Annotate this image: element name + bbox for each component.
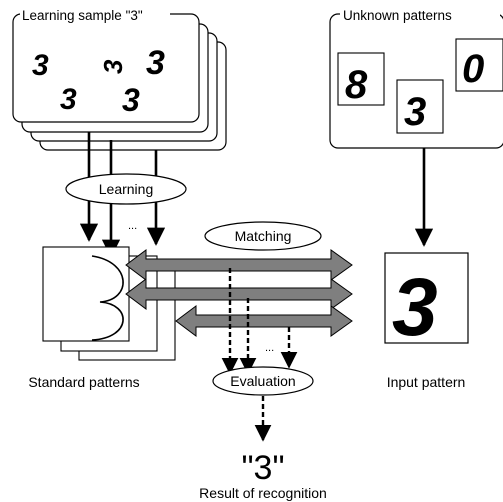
sample-digit-2: 3 bbox=[98, 59, 128, 74]
evaluation-label: Evaluation bbox=[230, 373, 295, 389]
sample-digit-5: 3 bbox=[122, 82, 140, 118]
learning-sample-stack: Learning sample "3" 3 3 3 3 3 bbox=[12, 7, 227, 151]
sample-digit-3: 3 bbox=[146, 44, 165, 82]
input-digit: 3 bbox=[392, 262, 438, 353]
learning-ellipse bbox=[65, 173, 187, 205]
unknown-digit-8: 8 bbox=[345, 63, 368, 107]
unknown-patterns-title: Unknown patterns bbox=[343, 8, 452, 23]
matching-arrow-3 bbox=[175, 305, 353, 337]
matching-label: Matching bbox=[235, 228, 292, 244]
matching-arrow-1 bbox=[125, 249, 353, 281]
sample-title-gap bbox=[20, 7, 170, 23]
result-value: "3" bbox=[241, 449, 284, 487]
input-pattern-box bbox=[384, 252, 469, 344]
standard-pattern-curve bbox=[91, 255, 124, 341]
result-caption: Result of recognition bbox=[199, 485, 327, 501]
unknown-pattern-box-3 bbox=[455, 38, 503, 92]
matching-arrows bbox=[125, 249, 353, 337]
evaluation-ellipse bbox=[212, 366, 314, 396]
unknown-digit-3: 3 bbox=[404, 90, 426, 134]
input-pattern-label: Input pattern bbox=[387, 374, 466, 390]
evaluation-ellipsis: ... bbox=[265, 342, 274, 354]
sample-digit-1: 3 bbox=[32, 49, 49, 82]
unknown-patterns-panel: Unknown patterns 8 3 0 bbox=[329, 7, 503, 149]
evaluation-arrows bbox=[221, 268, 298, 375]
unknown-pattern-box-1 bbox=[337, 52, 385, 106]
unknown-pattern-box-2 bbox=[396, 79, 444, 134]
learning-sample-title: Learning sample "3" bbox=[22, 8, 143, 23]
unknown-digit-0: 0 bbox=[462, 47, 484, 91]
unknown-title-gap bbox=[340, 7, 500, 23]
learning-label: Learning bbox=[99, 181, 154, 197]
learning-ellipsis: ... bbox=[128, 220, 137, 232]
standard-patterns-label: Standard patterns bbox=[28, 374, 139, 390]
matching-arrow-2 bbox=[125, 278, 353, 310]
standard-card-1 bbox=[42, 246, 130, 342]
matching-ellipse bbox=[204, 221, 322, 251]
sample-digit-4: 3 bbox=[60, 83, 77, 116]
